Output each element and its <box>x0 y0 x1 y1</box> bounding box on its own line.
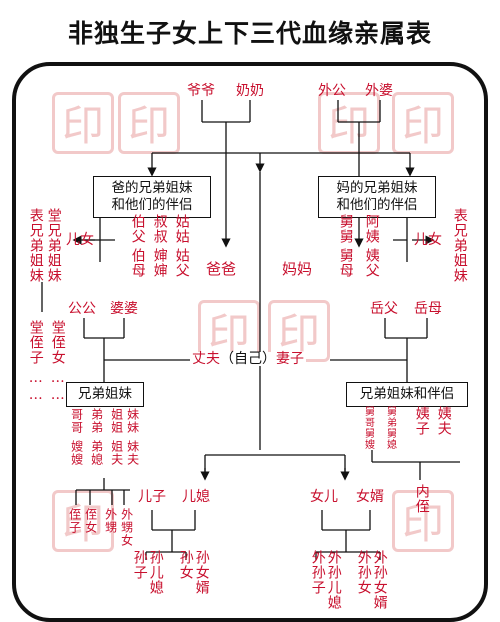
sibling-gege: 哥哥 <box>69 408 84 434</box>
wife-side-nephew: 内侄 <box>413 484 430 514</box>
mother-in-law-husband: 婆婆 <box>110 301 138 317</box>
father-side-children: 儿女 <box>66 232 94 248</box>
sibling-meimei: 妹妹 <box>125 408 140 434</box>
granddaughter-husband: 孙女婿 <box>193 550 210 595</box>
self: （自己） <box>220 351 276 367</box>
son: 儿子 <box>138 489 166 505</box>
relative-bofu: 伯父 <box>129 214 146 244</box>
paternal-grandfather: 爷爷 <box>187 83 215 99</box>
relative-bomu: 伯母 <box>129 248 146 278</box>
seal-watermark: 印 <box>392 490 454 552</box>
sibling-jiefu: 姐夫 <box>109 440 124 466</box>
relative-jiujiu: 舅舅 <box>337 214 354 244</box>
spouse-side-jiudi: 舅弟舅媳 <box>384 406 396 450</box>
sibling-jiejie: 姐姐 <box>109 408 124 434</box>
mother-side-cousins: 表兄弟姐妹 <box>451 208 468 283</box>
sibling-didi: 弟弟 <box>89 408 104 434</box>
seal-watermark: 印 <box>118 92 180 154</box>
father-in-law-husband: 公公 <box>68 301 96 317</box>
sister-daughter: 外甥女 <box>119 508 134 547</box>
mother-side-children: 儿女 <box>414 232 442 248</box>
box-line: 和他们的伴侣 <box>111 197 193 213</box>
nephew: 侄子 <box>67 508 82 534</box>
father-side-cousins-biao: 表兄弟姐妹 <box>27 208 44 283</box>
daughter: 女儿 <box>310 489 338 505</box>
ellipsis: …… <box>27 370 44 404</box>
son-in-law: 女婿 <box>356 489 384 505</box>
grandson: 孙子 <box>131 550 148 580</box>
box-line: 和他们的伴侣 <box>336 197 418 213</box>
relative-ayi: 阿姨 <box>363 214 380 244</box>
box-line: 妈的兄弟姐妹 <box>336 180 418 196</box>
siblings-box: 兄弟姐妹 <box>66 382 144 407</box>
daughter-grandson: 外孙子 <box>309 550 326 595</box>
niece: 侄女 <box>83 508 98 534</box>
spouse-side-yizi: 姨子 <box>413 406 430 436</box>
spouse-side-jiuge: 舅哥舅嫂 <box>362 406 374 450</box>
sister-son: 外甥 <box>103 508 118 534</box>
cousin-niece: 堂侄女 <box>49 320 66 365</box>
ellipsis: …… <box>49 370 66 404</box>
seal-watermark: 印 <box>52 490 114 552</box>
maternal-grandmother: 外婆 <box>365 83 393 99</box>
father: 爸爸 <box>206 260 237 278</box>
daughter-in-law: 儿媳 <box>182 489 210 505</box>
grandson-wife: 孙儿媳 <box>147 550 164 595</box>
paternal-grandmother: 奶奶 <box>236 83 264 99</box>
wife: 妻子 <box>276 351 304 367</box>
daughter-grandson-wife: 外孙儿媳 <box>325 550 342 610</box>
relative-jiumu: 舅母 <box>337 248 354 278</box>
self-line: 丈夫（自己）妻子 <box>190 352 306 366</box>
sibling-dixi: 弟媳 <box>89 440 104 466</box>
connector-lines <box>41 100 460 560</box>
father-side-cousins-tang: 堂兄弟姐妹 <box>45 208 62 283</box>
box-line: 爸的兄弟姐妹 <box>111 180 193 196</box>
seal-watermark: 印 <box>198 300 260 362</box>
relative-shushu: 叔叔 <box>151 214 168 244</box>
maternal-grandfather: 外公 <box>318 83 346 99</box>
sibling-saosao: 嫂嫂 <box>69 440 84 466</box>
seal-watermark: 印 <box>52 92 114 154</box>
spouse-side-yifu: 姨夫 <box>435 406 452 436</box>
cousin-nephew: 堂侄子 <box>27 320 44 365</box>
daughter-granddaughter: 外孙女 <box>355 550 372 595</box>
daughter-granddaughter-husband: 外孙女婿 <box>371 550 388 610</box>
mother: 妈妈 <box>282 260 313 278</box>
granddaughter: 孙女 <box>177 550 194 580</box>
relative-shenshen: 婶婶 <box>151 248 168 278</box>
relative-gufu: 姑父 <box>173 248 190 278</box>
seal-watermark: 印 <box>392 92 454 154</box>
father-siblings-box: 爸的兄弟姐妹 和他们的伴侣 <box>93 176 211 218</box>
husband: 丈夫 <box>192 351 220 367</box>
relative-yifu: 姨父 <box>363 248 380 278</box>
mother-siblings-box: 妈的兄弟姐妹 和他们的伴侣 <box>318 176 436 218</box>
page-title: 非独生子女上下三代血缘亲属表 <box>67 19 432 48</box>
father-in-law-wife: 岳父 <box>370 301 398 317</box>
siblings-spouses-box: 兄弟姐妹和伴侣 <box>346 382 468 407</box>
relative-gugu: 姑姑 <box>173 214 190 244</box>
sibling-meifu: 妹夫 <box>125 440 140 466</box>
mother-in-law-wife: 岳母 <box>414 301 442 317</box>
